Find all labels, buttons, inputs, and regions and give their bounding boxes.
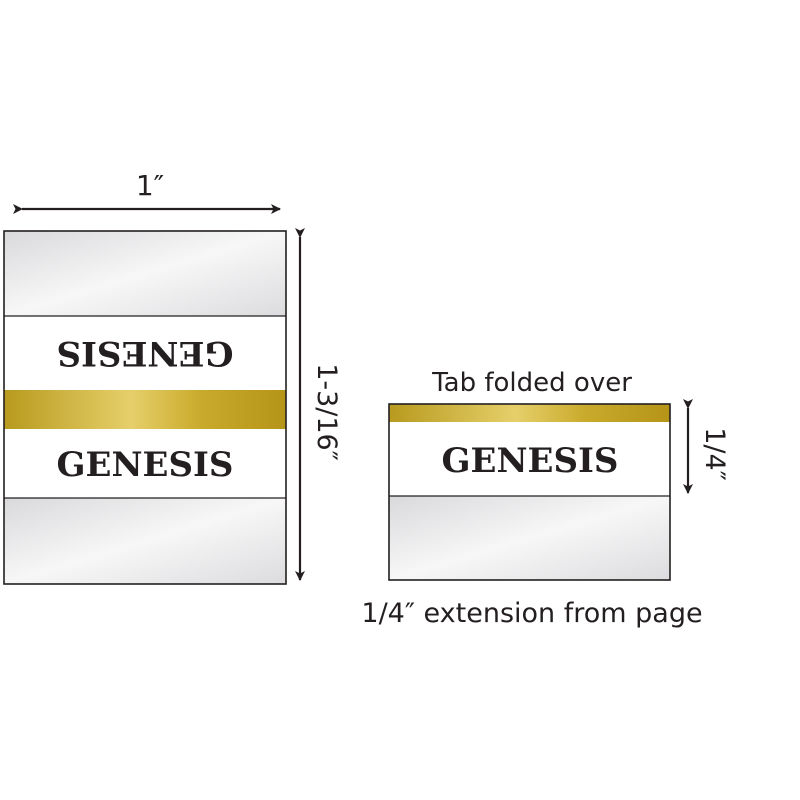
left-tab: 1″ GENESIS GENESIS 1-3/16″ <box>3 169 342 585</box>
left-tab-outline <box>3 230 287 585</box>
left-tab-top-film <box>4 231 286 316</box>
tab-height-label: 1/4″ <box>699 427 730 481</box>
left-tab-white-bottom <box>4 429 286 498</box>
extension-caption: 1/4″ extension from page <box>361 598 702 629</box>
right-tab-film <box>389 496 670 580</box>
width-label: 1″ <box>136 169 164 202</box>
left-tab-label-inverted: GENESIS <box>57 333 234 373</box>
right-tab-label: GENESIS <box>442 441 619 481</box>
right-tab-gold-band <box>389 404 670 422</box>
left-tab-bottom-film <box>4 498 286 584</box>
right-tab-outline <box>388 403 671 581</box>
height-label: 1-3/16″ <box>311 363 342 461</box>
right-tab: Tab folded over GENESIS 1/4″ 1/4″ extens… <box>361 368 730 629</box>
right-tab-white <box>389 422 670 496</box>
left-tab-gold-band <box>4 390 286 429</box>
left-tab-label: GENESIS <box>57 445 234 485</box>
fold-caption: Tab folded over <box>431 368 632 398</box>
left-tab-white-top <box>4 316 286 390</box>
